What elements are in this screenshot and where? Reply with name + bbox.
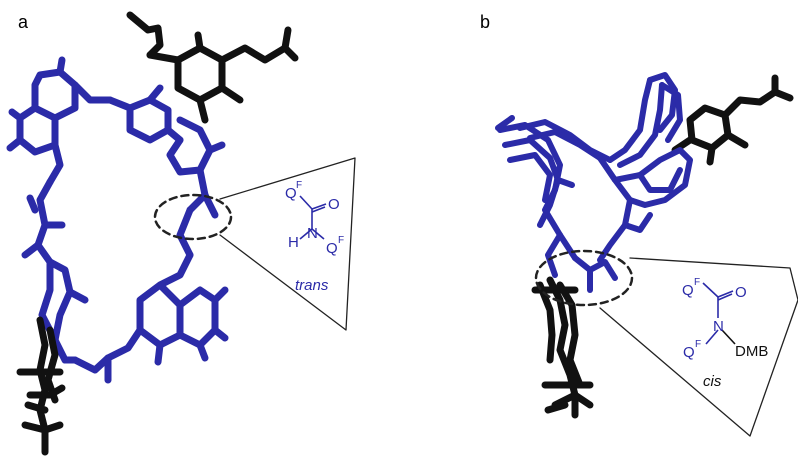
panel-a-oxygen-label: O [328, 196, 340, 213]
panel-a-blue-backbone [6, 56, 229, 384]
panel-b-inset-structure: Q F O N Q F DMB cis [682, 277, 768, 390]
panel-b-qf-left-superscript: F [695, 339, 701, 350]
panel-b-blue-backbone [495, 72, 693, 293]
panel-a-black-bottom-fragment [16, 316, 66, 456]
panel-a-nitrogen-label: N [307, 225, 318, 242]
panel-a-label: a [18, 12, 29, 32]
panel-b-black-top-fragment [671, 74, 794, 166]
panel-b-qf-top-label: Q [682, 282, 694, 299]
panel-b-nitrogen-label: N [713, 318, 724, 335]
panel-b-structure [495, 72, 798, 437]
panel-a-qf-top-superscript: F [296, 180, 302, 191]
panel-a-conformation-label: trans [295, 277, 329, 294]
panel-b-qf-left-label: Q [683, 344, 695, 361]
panel-b-oxygen-label: O [735, 284, 747, 301]
panel-b-dmb-label: DMB [735, 343, 768, 360]
panel-a-hydrogen-label: H [288, 234, 299, 251]
panel-a-inset-structure: Q F O N H Q F trans [285, 180, 344, 294]
panel-a-structure [6, 11, 356, 456]
panel-b-qf-top-superscript: F [694, 277, 700, 288]
panel-a-black-top-fragment [126, 11, 299, 124]
panel-a-qf-right-label: Q [326, 240, 338, 257]
panel-a-qf-top-label: Q [285, 185, 297, 202]
panel-b-amide-highlight [534, 249, 634, 307]
panel-b-label: b [480, 12, 491, 32]
panel-b-black-bottom-fragment [531, 276, 594, 419]
panel-b-conformation-label: cis [703, 373, 722, 390]
panel-a-callout-triangle [219, 157, 356, 331]
panel-a-amide-highlight [153, 193, 233, 241]
panel-a-qf-right-superscript: F [338, 235, 344, 246]
panel-b-callout-triangle [599, 257, 798, 437]
